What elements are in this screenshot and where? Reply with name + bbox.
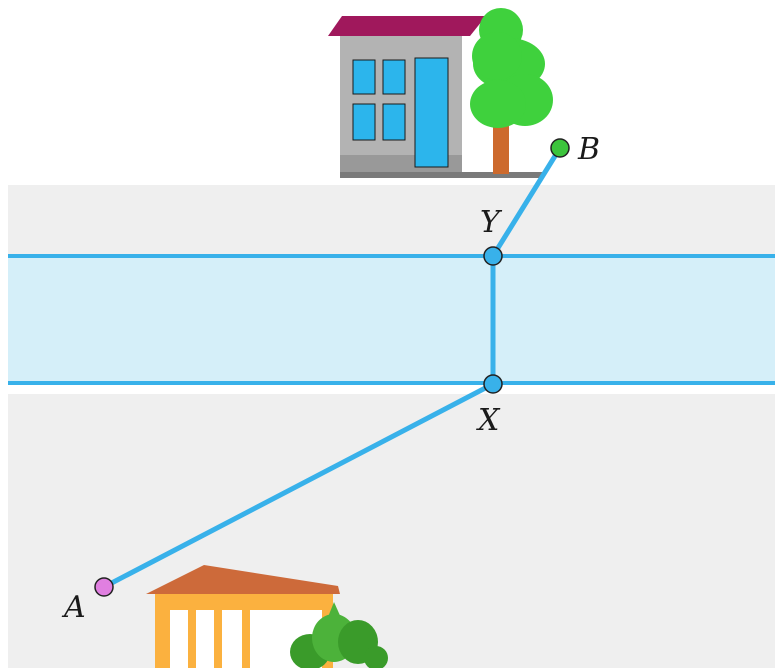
river: [8, 256, 775, 383]
point-y[interactable]: [483, 246, 503, 266]
tree-icon: [470, 8, 553, 174]
label-a: A: [61, 590, 86, 625]
bush-icon: [290, 602, 388, 668]
land-north: [8, 185, 775, 255]
house-icon: [328, 16, 544, 178]
label-x: X: [476, 403, 501, 438]
point-x[interactable]: [483, 374, 503, 394]
point-a[interactable]: [94, 577, 114, 597]
path: [102, 146, 563, 590]
point-b[interactable]: [550, 138, 570, 158]
label-b: B: [577, 132, 600, 167]
label-y: Y: [480, 205, 503, 240]
